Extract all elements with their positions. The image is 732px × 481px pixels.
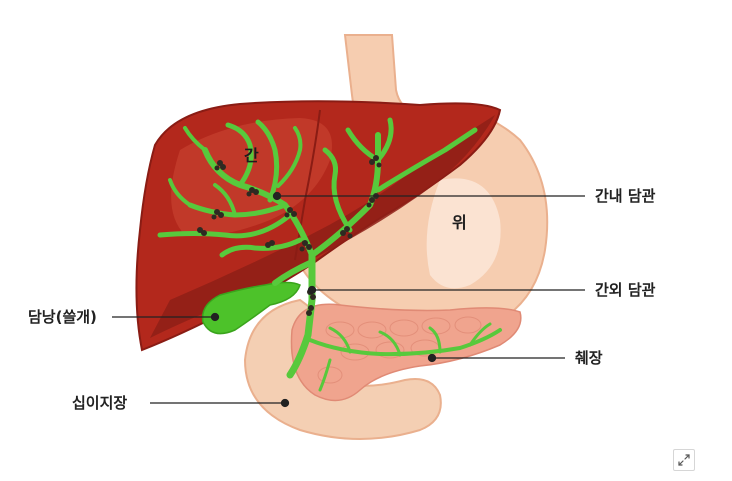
gallbladder-label: 담낭(쓸개) bbox=[28, 308, 97, 326]
bile-duct-tree bbox=[157, 117, 502, 392]
stomach-highlight bbox=[426, 178, 501, 289]
stomach-label: 위 bbox=[452, 213, 467, 232]
intrahepatic-duct-label: 간내 담관 bbox=[595, 187, 656, 205]
expand-button[interactable] bbox=[673, 449, 695, 471]
extrahepatic-duct-label: 간외 담관 bbox=[595, 281, 656, 299]
liver-label: 간 bbox=[244, 146, 259, 165]
liver-highlight bbox=[171, 118, 332, 236]
pancreas-label: 췌장 bbox=[575, 349, 603, 367]
bile-stones bbox=[197, 155, 382, 316]
leader-lines bbox=[112, 191, 585, 408]
gallbladder-shape bbox=[201, 281, 301, 335]
duodenum-label: 십이지장 bbox=[72, 394, 128, 412]
expand-icon bbox=[678, 454, 690, 466]
liver-underside bbox=[150, 115, 495, 338]
